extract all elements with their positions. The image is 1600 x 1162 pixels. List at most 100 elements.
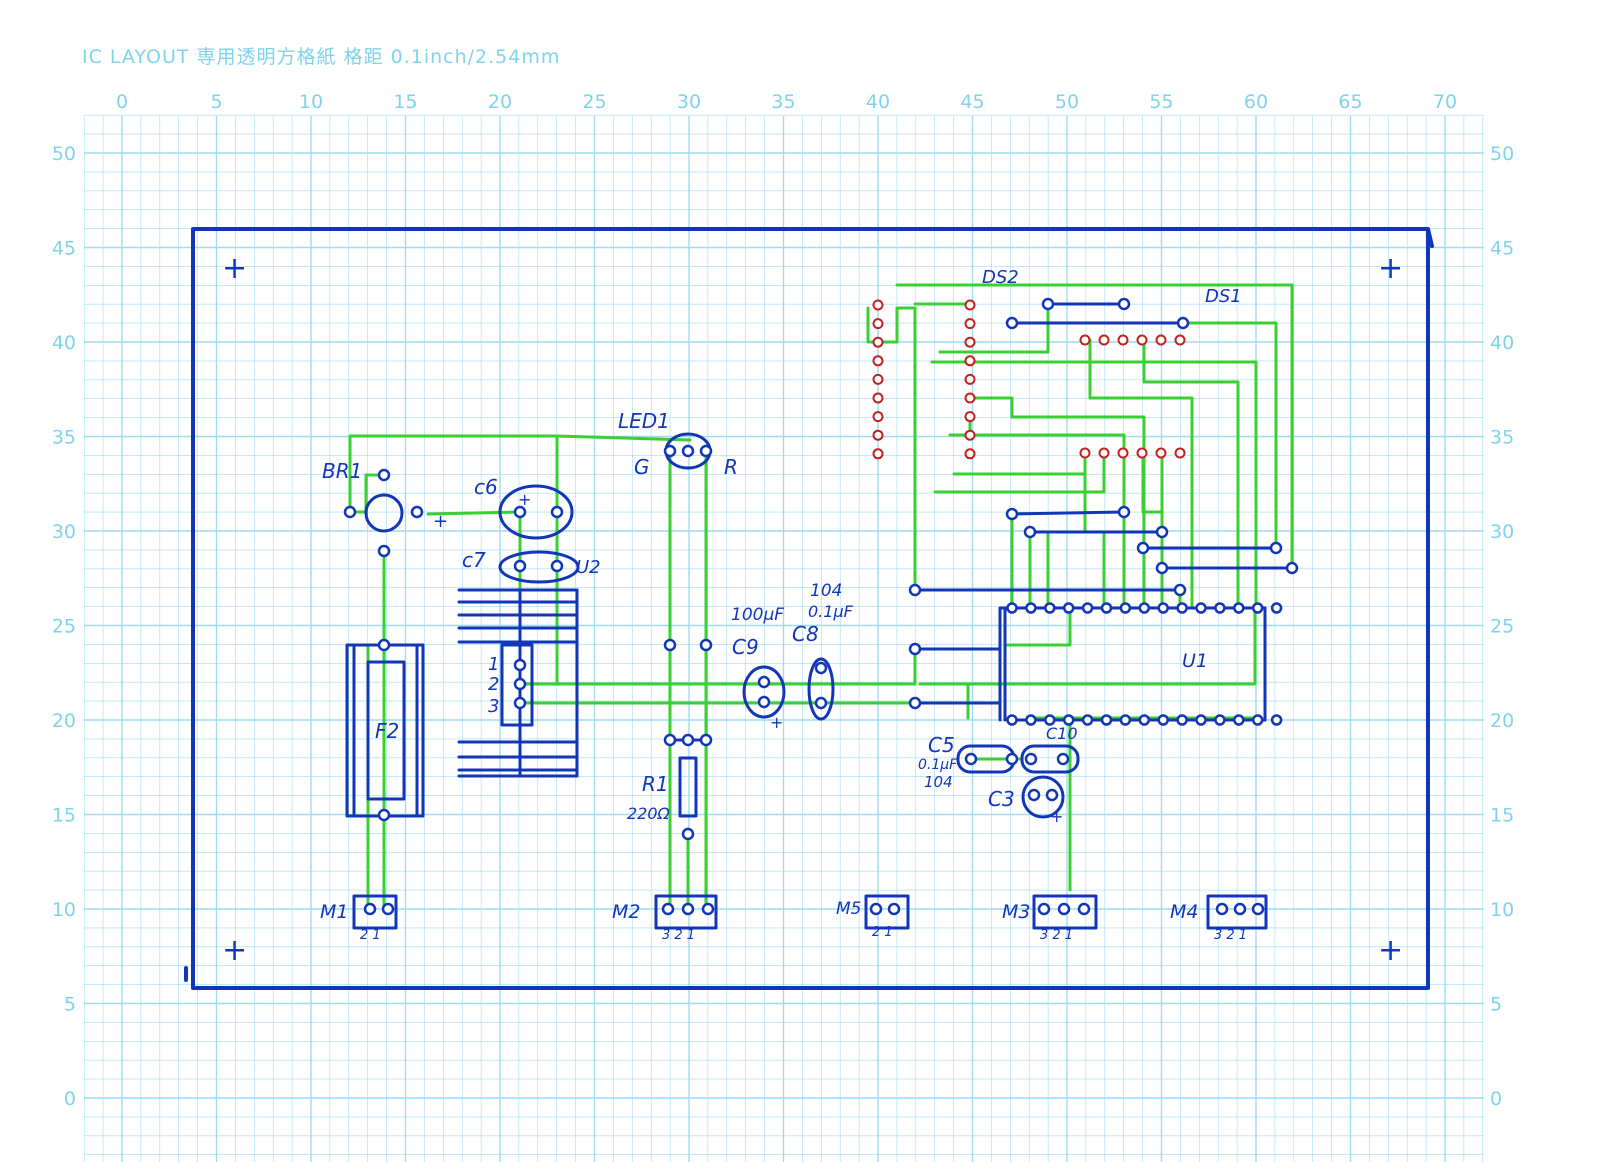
y-tick-label: 0 (1490, 1088, 1502, 1110)
capacitor-c8 (807, 657, 835, 721)
y-tick-label: 5 (64, 994, 76, 1016)
x-tick-label: 0 (116, 91, 128, 113)
label-c5-value-1: 0.1μF (918, 757, 958, 773)
u1-pin (1044, 714, 1056, 726)
pad (1285, 561, 1299, 575)
pad (1005, 316, 1019, 330)
c9-plus: + (770, 713, 783, 732)
display-pin (1079, 334, 1091, 346)
x-tick-label: 20 (488, 91, 512, 113)
label-c9: C9 (732, 635, 759, 659)
pad (550, 505, 564, 519)
pad (1005, 507, 1019, 521)
display-pin (964, 299, 976, 311)
pad (663, 733, 677, 747)
u1-pin (1100, 602, 1113, 614)
u1-pin (1006, 602, 1018, 614)
m5-pin-numbers: 2 1 (872, 925, 893, 940)
label-m4: M4 (1170, 901, 1198, 923)
display-pin (1098, 447, 1110, 459)
x-tick-label: 70 (1433, 91, 1457, 113)
y-tick-label: 25 (52, 616, 76, 638)
pad (1117, 505, 1131, 519)
pad (513, 559, 527, 573)
pad (908, 642, 922, 656)
br1-plus: + (433, 511, 448, 532)
pad (887, 902, 901, 916)
display-pin (1079, 447, 1091, 459)
u1-pin (1119, 602, 1132, 614)
pad (681, 827, 695, 841)
pad (757, 695, 771, 709)
label-c8-value-1: 104 (810, 581, 842, 601)
label-c5-value-2: 104 (924, 773, 953, 791)
ic-u1-body (998, 606, 1267, 722)
display-pin (1136, 447, 1148, 459)
pad (1005, 752, 1019, 766)
m2-pin-numbers: 3 2 1 (662, 928, 695, 943)
display-pin (1098, 334, 1110, 346)
x-tick-label: 60 (1244, 91, 1268, 113)
y-tick-label: 10 (1490, 899, 1514, 921)
display-pin (872, 299, 884, 311)
pads (343, 297, 1299, 916)
y-tick-label: 30 (1490, 521, 1514, 543)
label-u2: U2 (576, 557, 601, 578)
pad (1215, 902, 1229, 916)
display-pin (872, 429, 884, 441)
pad (513, 677, 527, 691)
m1-pin-numbers: 2 1 (360, 928, 381, 943)
capacitor-c9 (742, 665, 786, 719)
u1-pin (1270, 602, 1283, 614)
pad (661, 902, 675, 916)
pad (701, 902, 715, 916)
u2-pin-1: 1 (488, 654, 499, 675)
label-led1: LED1 (618, 409, 670, 433)
label-ds2: DS2 (982, 267, 1019, 288)
u1-pin (1100, 714, 1113, 726)
pad (513, 505, 527, 519)
display-pin (964, 373, 976, 385)
resistor-r1 (678, 756, 698, 818)
pad (814, 661, 828, 675)
label-c8: C8 (792, 622, 819, 646)
y-tick-label: 10 (52, 899, 76, 921)
label-r1: R1 (642, 772, 669, 796)
x-tick-label: 45 (960, 91, 984, 113)
regulator-u2 (457, 588, 579, 778)
m4-pin-numbers: 3 2 1 (1214, 928, 1247, 943)
u1-pin (1233, 714, 1245, 726)
pad (1023, 525, 1037, 539)
connector-m5 (864, 894, 910, 930)
connector-m2 (654, 894, 718, 930)
display-pin (964, 448, 976, 460)
y-tick-label: 15 (52, 805, 76, 827)
board-outline (184, 227, 1434, 990)
pad (681, 902, 695, 916)
u1-pin (1119, 714, 1132, 726)
green-traces (348, 283, 1294, 908)
display-pin (872, 392, 884, 404)
pad (377, 638, 391, 652)
u2-pin-3: 3 (488, 696, 499, 717)
y-tick-label: 40 (52, 332, 76, 354)
pad (681, 444, 695, 458)
display-pin (872, 411, 884, 423)
label-ds1: DS1 (1205, 286, 1242, 307)
display-pin (872, 373, 884, 385)
pad (814, 696, 828, 710)
pad (343, 505, 357, 519)
y-tick-label: 5 (1490, 994, 1502, 1016)
label-m5: M5 (836, 899, 861, 919)
pad (1176, 316, 1190, 330)
pad (1269, 541, 1283, 555)
label-u1: U1 (1182, 650, 1208, 672)
c3-plus: + (1050, 807, 1063, 826)
u1-pin (1157, 714, 1169, 726)
u1-pin (1157, 602, 1169, 614)
pad (663, 444, 677, 458)
label-f2: F2 (375, 719, 399, 743)
u1-pin (1195, 714, 1207, 726)
connector-m4 (1206, 894, 1268, 930)
